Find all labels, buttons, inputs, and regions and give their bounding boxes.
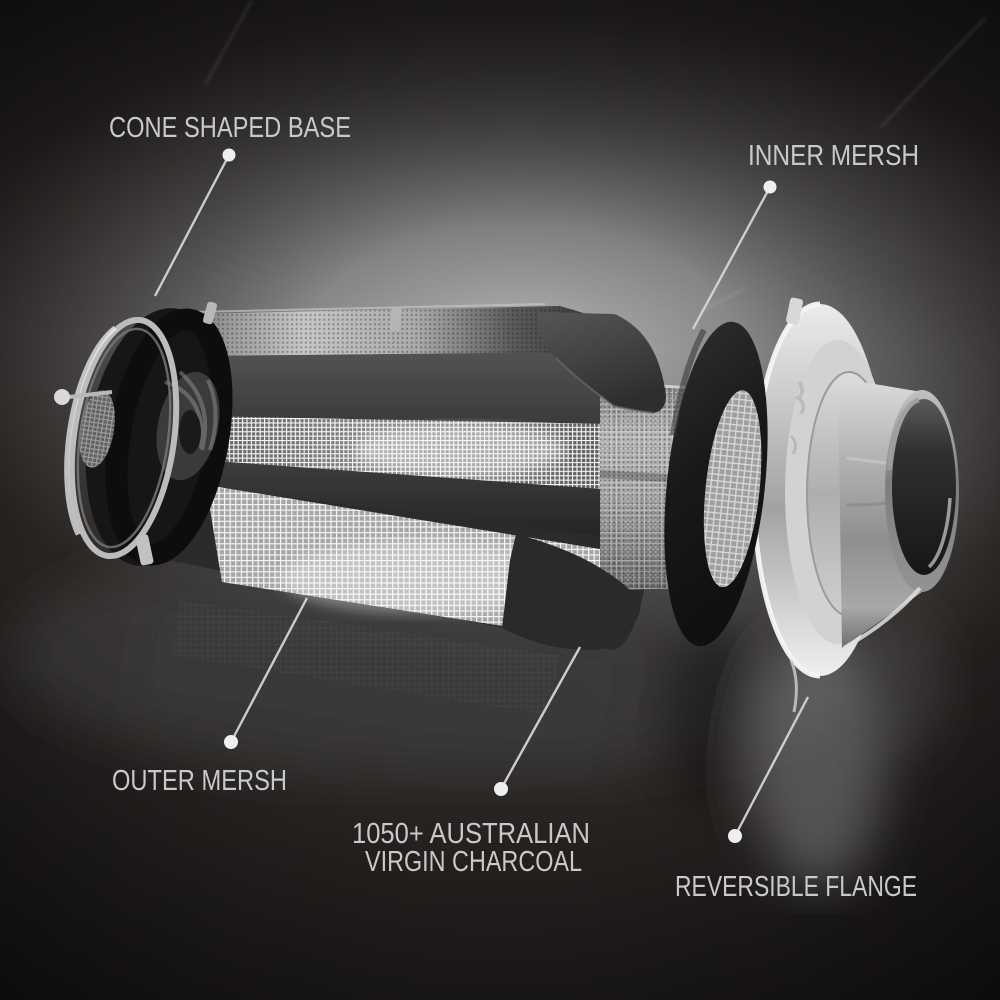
svg-text:1050+ AUSTRALIAN: 1050+ AUSTRALIAN [352, 818, 590, 850]
svg-text:INNER MERSH: INNER MERSH [748, 140, 919, 172]
svg-text:OUTER MERSH: OUTER MERSH [112, 765, 287, 797]
svg-text:CONE SHAPED BASE: CONE SHAPED BASE [109, 112, 351, 144]
svg-text:VIRGIN CHARCOAL: VIRGIN CHARCOAL [365, 846, 582, 878]
svg-text:REVERSIBLE FLANGE: REVERSIBLE FLANGE [675, 871, 917, 903]
